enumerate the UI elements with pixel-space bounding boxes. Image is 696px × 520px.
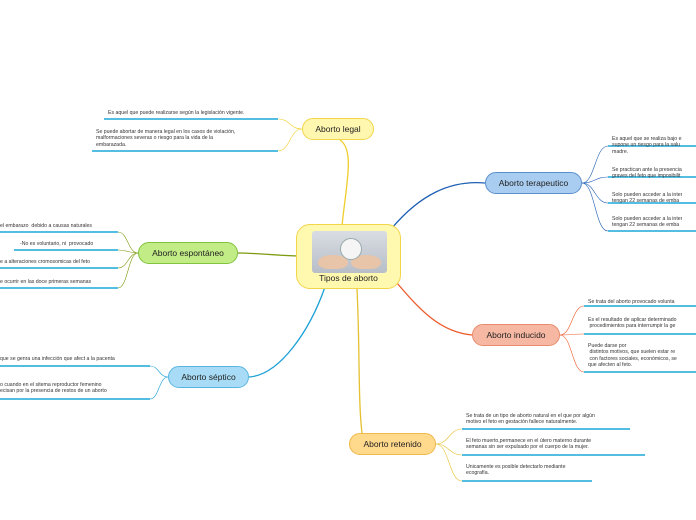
leaf-connector [278, 129, 302, 151]
leaf-text: e ocurrir en las doce primeras semanas [0, 279, 91, 285]
leaf-text: Se trata del aborto provocado volunta [588, 299, 675, 305]
branch-label: Aborto legal [315, 124, 360, 134]
leaf-text: o cuando en el sitema reproductor femeni… [0, 382, 107, 395]
leaf-text: e a alteraciones cromosomicas del feto [0, 259, 90, 265]
branch-aborto-septico[interactable]: Aborto séptico [168, 366, 249, 388]
branch-aborto-legal[interactable]: Aborto legal [302, 118, 374, 140]
branch-aborto-espontaneo[interactable]: Aborto espontáneo [138, 242, 238, 264]
baby-icon [340, 238, 362, 260]
branch-aborto-inducido[interactable]: Aborto inducido [472, 324, 560, 346]
leaf-connector [150, 377, 168, 399]
branch-connector [392, 183, 485, 228]
leaf-text: Se practican ante la presencia graves de… [612, 167, 682, 180]
leaf-text: -No es voluntario, ni provocado [20, 241, 93, 247]
leaf-connector [118, 253, 138, 288]
branch-label: Aborto retenido [363, 439, 421, 449]
leaf-text: Solo pueden acceder a la inter tengan 22… [612, 192, 682, 205]
leaf-text: Solo pueden acceder a la inter tengan 22… [612, 216, 682, 229]
branch-connector [238, 253, 298, 256]
leaf-text: El feto muerto,permanece en el útero mat… [466, 438, 591, 451]
leaf-text: Se trata de un tipo de aborto natural en… [466, 413, 595, 426]
leaf-connector [436, 429, 462, 444]
leaf-text: el embarazo debido a causas naturales [0, 223, 92, 229]
central-topic[interactable]: Tipos de aborto [296, 224, 401, 289]
leaf-connector [278, 119, 302, 129]
branch-connector [249, 287, 325, 377]
leaf-connector [582, 183, 608, 231]
leaf-connector [150, 366, 168, 377]
branch-connector [357, 289, 362, 433]
leaf-connector [582, 183, 608, 203]
central-topic-image [312, 231, 387, 273]
branch-label: Aborto inducido [486, 330, 545, 340]
leaf-connector [560, 306, 584, 335]
leaf-connector [582, 177, 608, 183]
central-topic-label: Tipos de aborto [297, 273, 400, 283]
branch-label: Aborto séptico [181, 372, 235, 382]
branch-aborto-retenido[interactable]: Aborto retenido [349, 433, 436, 455]
branch-connector [340, 140, 348, 226]
leaf-connector [560, 335, 584, 372]
leaf-text: Unicamente es posible detectarlo mediant… [466, 464, 566, 477]
leaf-text: Es el resultado de aplicar determinado p… [588, 317, 677, 330]
leaf-text: que se genra una infección que afect a l… [0, 356, 115, 362]
branch-label: Aborto terapeutico [499, 178, 568, 188]
leaf-text: Es aquel que se realiza bajo e supone un… [612, 136, 682, 155]
leaf-text: Se puede abortar de manera legal en los … [96, 129, 235, 148]
leaf-text: Es aquel que puede realizarse según la l… [108, 110, 244, 116]
leaf-text: Puede darse por distintos motivos, que s… [588, 343, 677, 368]
leaf-connector [118, 253, 138, 268]
branch-connector [397, 283, 472, 335]
branch-label: Aborto espontáneo [152, 248, 224, 258]
branch-aborto-terapeutico[interactable]: Aborto terapeutico [485, 172, 582, 194]
